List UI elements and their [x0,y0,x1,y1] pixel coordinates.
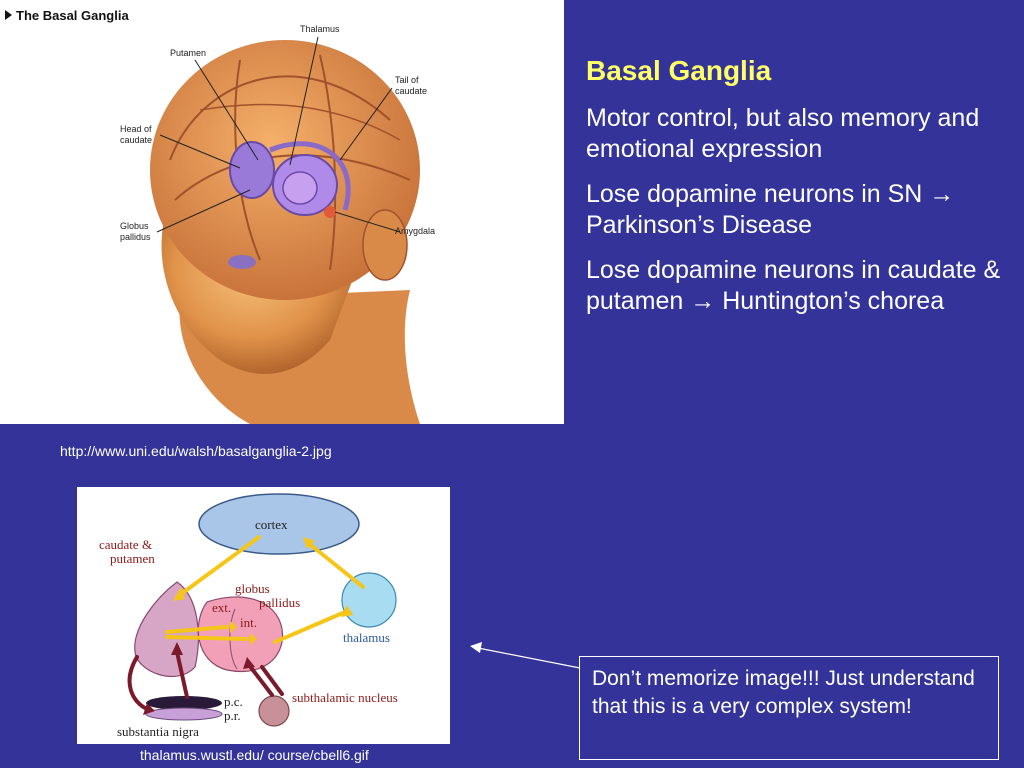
eye-shape [228,255,256,269]
globus-pallidus-shape [197,596,284,672]
label-pointers [156,36,401,233]
circuit-svg: cortex caudate & putamen globus pallidus… [99,493,398,739]
label-globus-1: Globus [120,221,149,231]
label-head-1: Head of [120,124,152,134]
label-tail-1: Tail of [395,75,419,85]
cortex-label: cortex [255,517,288,532]
nigral-arrowheads [143,642,255,715]
substantia-pc-shape [146,696,222,710]
thalamus-label: thalamus [343,630,390,645]
excitatory-arrowheads [173,537,353,645]
amygdala-shape [324,206,336,218]
label-putamen: Putamen [170,48,206,58]
slide-text: Basal Ganglia Motor control, but also me… [586,55,1006,331]
ext-label: ext. [212,600,231,615]
substantia-label: substantia nigra [117,724,199,739]
svg-text:The Basal Ganglia: The Basal Ganglia [16,8,129,23]
nigral-arrows [127,650,284,711]
note-box: Don’t memorize image!!! Just understand … [579,656,999,760]
caudate-label-2: putamen [110,551,155,566]
label-globus-2: pallidus [120,232,151,242]
ear-shape [362,209,408,281]
point-parkinsons: Lose dopamine neurons in SN → Parkinson’… [586,180,955,240]
substantia-pr-shape [145,707,223,721]
caudate-head-shape [229,141,275,199]
globus-label: globus [235,581,270,596]
right-arrow-icon: → [690,287,716,316]
label-amygdala: Amygdala [395,226,435,236]
brain-svg: The Basal Ganglia Thalamus [5,8,435,424]
caudate-putamen-shape [134,581,199,677]
label-head-2: caudate [120,135,152,145]
label-tail-2: caudate [395,86,427,96]
caudate-label-1: caudate & [99,537,152,552]
image2-caption: thalamus.wustl.edu/ course/cbell6.gif [140,747,369,763]
pr-label: p.r. [224,708,241,723]
cortex-shape [198,493,360,555]
slide-title: Basal Ganglia [586,55,772,86]
int-label: int. [240,615,257,630]
thalamus-shape [341,572,397,628]
caudate-tail-shape [269,141,351,211]
subthalamic-shape [258,695,290,727]
image1-caption: http://www.uni.edu/walsh/basalganglia-2.… [60,443,332,459]
point-motor-control: Motor control, but also memory and emoti… [586,104,980,164]
subthalamic-label: subthalamic nucleus [292,690,398,705]
label-thalamus: Thalamus [300,24,340,34]
brain-illustration: The Basal Ganglia Thalamus [0,0,564,424]
point-huntingtons: Lose dopamine neurons in caudate & putam… [586,256,1001,316]
right-arrow-icon: → [929,180,955,209]
excitatory-arrows [165,535,365,644]
pc-label: p.c. [224,694,243,709]
pallidus-label: pallidus [259,595,300,610]
image-title: The Basal Ganglia [5,8,129,23]
circuit-diagram: cortex caudate & putamen globus pallidus… [77,487,450,744]
